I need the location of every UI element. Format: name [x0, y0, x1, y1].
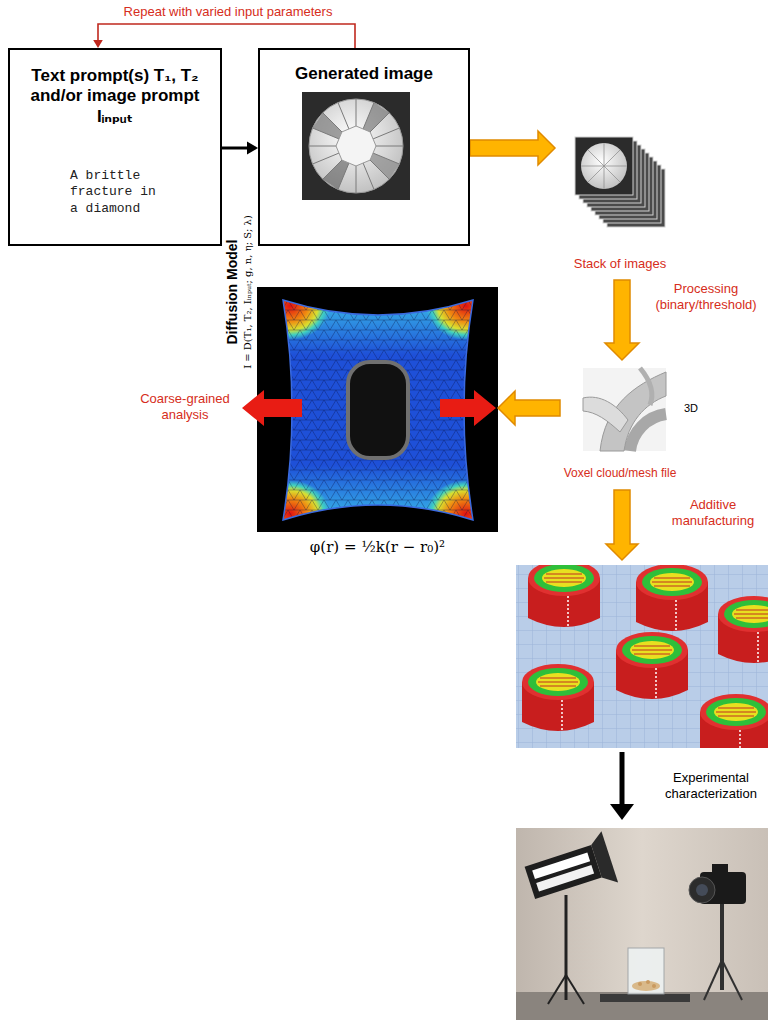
- process-arrow: [605, 280, 639, 360]
- flow-connector: [222, 141, 258, 154]
- illustration-part: [616, 632, 688, 700]
- illustration-part: [565, 895, 568, 1000]
- process-arrow: [606, 490, 638, 560]
- analysis-figure: Coarse-grained analysis: [257, 287, 498, 532]
- illustration-part: [583, 397, 628, 432]
- arrow-head: [247, 141, 258, 154]
- illustration-part: [652, 984, 656, 988]
- illustration-part: [638, 982, 642, 986]
- box-heading: Text prompt(s) T₁, T₂ and/or image promp…: [20, 66, 210, 127]
- illustration-part: [604, 166, 605, 189]
- illustration-part: [440, 390, 496, 426]
- illustration-part: [309, 99, 403, 193]
- flow-connector: [470, 131, 555, 165]
- illustration-part: [566, 975, 584, 1004]
- step-label: Experimental characterization: [655, 770, 767, 801]
- illustration-part: [583, 368, 666, 451]
- edge-label: Repeat with varied input parameters: [100, 4, 356, 20]
- prompt-box: Text prompt(s) T₁, T₂ and/or image promp…: [8, 48, 222, 246]
- diamond-image: [302, 92, 410, 200]
- illustration-part: [604, 166, 627, 167]
- illustration-part: [620, 752, 625, 806]
- illustration-part: [646, 980, 650, 984]
- arrow-head: [93, 40, 103, 48]
- illustration-part: [689, 877, 715, 903]
- illustration-part: [536, 865, 594, 891]
- model-equation: I = D(T₁, T₂, Iᵢₙₚᵤₜ; g, n, η; S; λ): [242, 215, 254, 369]
- illustration-part: [718, 596, 768, 664]
- illustration-part: [712, 864, 728, 874]
- illustration-part: [588, 166, 604, 182]
- process-arrow: [610, 752, 634, 820]
- process-arrow: [498, 391, 560, 425]
- edge-label: Processing (binary/threshold): [645, 281, 767, 312]
- illustration-part: [636, 565, 708, 632]
- mesh-figure: Voxel cloud/mesh file: [560, 360, 680, 485]
- illustration-part: [610, 804, 634, 820]
- process-arrow: [470, 131, 555, 165]
- model-label: Diffusion Model: [224, 240, 241, 345]
- illustration-part: [632, 981, 660, 991]
- potential-equation: φ(r) = ½k(r − r₀)²: [257, 538, 498, 556]
- flow-connector: [93, 24, 355, 48]
- illustration-part: [575, 137, 633, 195]
- illustration-part: [700, 694, 768, 748]
- illustration-part: [588, 150, 604, 166]
- illustration-part: [302, 92, 410, 200]
- illustration-part: [242, 390, 302, 426]
- lab-photo: [516, 828, 768, 1020]
- illustration-part: [604, 143, 605, 166]
- illustration-part: [604, 166, 620, 182]
- illustration-part: [604, 150, 620, 166]
- illustration-part: [696, 884, 708, 896]
- figure-caption: Stack of images: [555, 256, 685, 272]
- figure-caption: Voxel cloud/mesh file: [555, 466, 685, 480]
- prompt-text: A brittle fracture in a diamond: [70, 168, 165, 217]
- illustration-part: [640, 368, 652, 405]
- flow-connector: [605, 280, 639, 360]
- print-preview: [516, 565, 768, 748]
- illustration-part: [704, 960, 722, 1000]
- step-label: Additive manufacturing: [660, 497, 766, 528]
- coarse-grained-render: [242, 272, 506, 548]
- image-stack: [575, 137, 665, 227]
- illustration-part: [522, 831, 619, 908]
- illustration-part: [522, 664, 594, 732]
- illustration-part: [548, 975, 566, 1004]
- illustration-part: [348, 362, 408, 458]
- illustration-part: [588, 831, 618, 887]
- illustration-part: [581, 166, 604, 167]
- mesh-render: [583, 368, 666, 451]
- illustration-part: [581, 143, 627, 189]
- illustration-part: [516, 828, 768, 1020]
- box-heading: Generated image: [266, 64, 462, 84]
- illustration-part: [525, 845, 602, 899]
- illustration-part: [722, 960, 742, 1000]
- connector-line: [222, 147, 248, 150]
- flow-connector: [498, 391, 560, 425]
- stack-figure: Stack of images: [555, 128, 685, 280]
- illustration-part: [581, 143, 627, 189]
- figure-caption: Coarse-grained analysis: [135, 391, 235, 422]
- connector-line: [98, 24, 355, 48]
- illustration-part: [600, 994, 690, 1002]
- illustration-part: [309, 99, 403, 193]
- illustration-part: [336, 126, 376, 166]
- illustration-part: [528, 565, 600, 628]
- image-box: Generated image: [258, 48, 470, 246]
- illustration-part: [720, 904, 724, 990]
- illustration-part: [628, 948, 664, 994]
- dimension-tag: 3D: [684, 402, 714, 415]
